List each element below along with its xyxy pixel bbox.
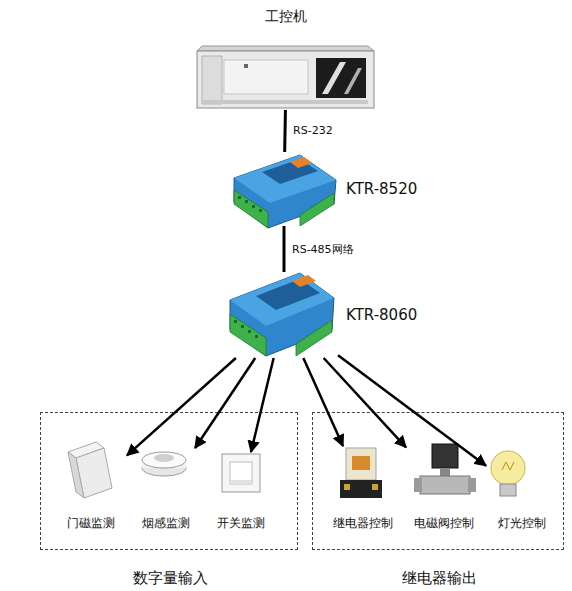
output-device: 灯光控制: [486, 450, 558, 535]
io-module-node: KTR-8060: [230, 272, 338, 358]
group-caption: 继电器输出: [313, 569, 565, 587]
node-label: 烟感监测: [130, 516, 202, 530]
light-bulb-drawing: [491, 451, 525, 496]
relay-drawing: [340, 448, 382, 498]
edge-label: RS-232: [293, 124, 333, 137]
solenoid-valve-drawing: [414, 444, 476, 494]
computer-node: 工控机: [197, 48, 375, 110]
node-label: 灯光控制: [486, 516, 558, 530]
group-caption: 数字量输入: [41, 569, 299, 587]
wall-switch-drawing: [222, 454, 260, 492]
bus-line: [283, 226, 286, 272]
node-label: KTR-8520: [346, 180, 456, 198]
group-box: 继电器输出继电器控制电磁阀控制灯光控制: [312, 412, 564, 550]
ktr-8060-module-drawing: [230, 273, 334, 356]
node-label: 门磁监测: [55, 516, 127, 530]
door-magnet-drawing: [68, 442, 112, 498]
signal-arrow: [338, 355, 486, 465]
input-device: 开关监测: [205, 452, 277, 535]
input-device: 门磁监测: [55, 440, 127, 535]
signal-arrow: [324, 358, 406, 447]
input-device: 烟感监测: [130, 448, 202, 535]
bus-line: [283, 110, 287, 152]
node-label: 继电器控制: [326, 516, 400, 530]
output-device: 电磁阀控制: [406, 442, 482, 535]
group-box: 数字量输入门磁监测烟感监测开关监测: [40, 412, 298, 550]
industrial-pc-drawing: [197, 46, 374, 108]
signal-arrow: [251, 358, 274, 452]
edge-label: RS-485网络: [292, 242, 354, 257]
output-device: 继电器控制: [326, 446, 400, 535]
node-label: 电磁阀控制: [406, 516, 482, 530]
signal-arrow: [303, 358, 343, 446]
node-label: KTR-8060: [346, 306, 456, 324]
ktr-8520-module-drawing: [234, 155, 336, 228]
converter-node: KTR-8520: [232, 152, 336, 226]
signal-arrow: [195, 358, 255, 448]
signal-arrow: [127, 358, 236, 455]
node-label: 工控机: [197, 8, 375, 25]
smoke-detector-drawing: [142, 452, 186, 476]
node-label: 开关监测: [205, 516, 277, 530]
